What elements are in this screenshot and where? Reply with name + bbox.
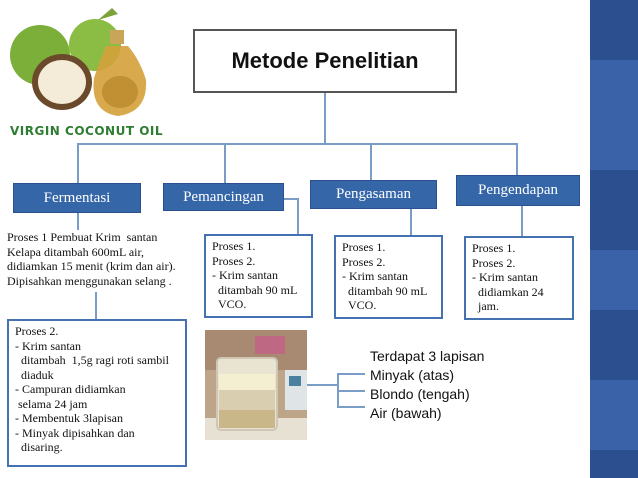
fermentasi-step-2: Proses 2. - Krim santan ditambah 1,5g ra… [7, 319, 187, 467]
connector-line [337, 390, 365, 392]
result-item: Air (bawah) [370, 405, 442, 421]
category-fermentasi: Fermentasi [13, 183, 141, 213]
connector-line [324, 93, 326, 143]
logo-text: VIRGIN COCONUT OIL [10, 124, 164, 138]
connector-line [77, 213, 79, 230]
connector-line [337, 406, 365, 408]
fermentasi-step-1: Proses 1 Pembuat Krim santan Kelapa dita… [7, 230, 176, 288]
sidebar-block [590, 60, 638, 170]
result-item: Blondo (tengah) [370, 386, 470, 402]
category-pengendapan: Pengendapan [456, 175, 580, 206]
decorative-sidebar [590, 0, 638, 478]
connector-line [337, 373, 365, 375]
diagram-title: Metode Penelitian [193, 29, 457, 93]
connector-line [305, 384, 337, 386]
layered-jar-photo [205, 330, 307, 440]
pemancingan-process-box: Proses 1. Proses 2. - Krim santan ditamb… [204, 234, 313, 318]
virgin-coconut-oil-logo [0, 0, 180, 148]
connector-line [95, 292, 97, 320]
coconut-flesh-icon [38, 60, 86, 104]
results-heading: Terdapat 3 lapisan [370, 348, 485, 364]
sidebar-block [590, 250, 638, 310]
connector-line [224, 143, 226, 183]
bottle-cap-icon [110, 30, 124, 44]
connector-line [77, 143, 517, 145]
result-item: Minyak (atas) [370, 367, 455, 383]
connector-line [521, 206, 523, 236]
connector-line [370, 143, 372, 180]
category-pemancingan: Pemancingan [163, 183, 284, 211]
connector-line [516, 143, 518, 175]
connector-line [410, 209, 412, 235]
connector-line [77, 143, 79, 183]
pengendapan-process-box: Proses 1. Proses 2. - Krim santan didiam… [464, 236, 574, 320]
pengasaman-process-box: Proses 1. Proses 2. - Krim santan ditamb… [334, 235, 443, 319]
results-list: Terdapat 3 lapisan Minyak (atas) Blondo … [370, 347, 484, 423]
category-pengasaman: Pengasaman [310, 180, 437, 209]
connector-line [284, 198, 298, 200]
stem-icon [98, 8, 118, 20]
sidebar-block [590, 380, 638, 450]
connector-line [297, 198, 299, 236]
